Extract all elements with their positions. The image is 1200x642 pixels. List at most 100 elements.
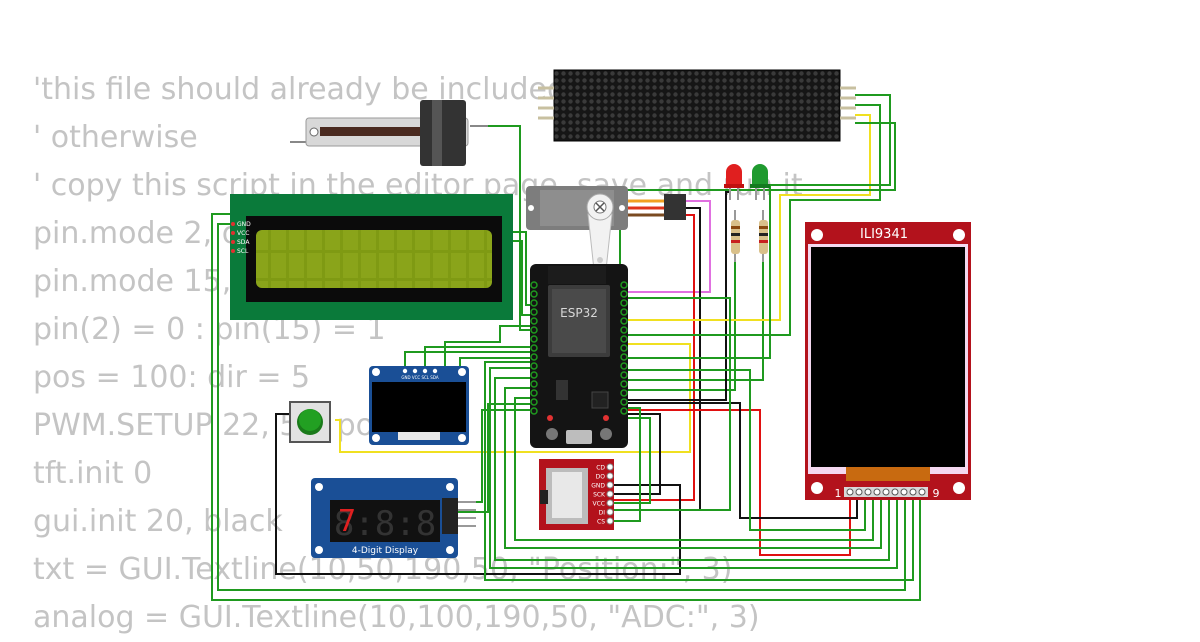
tft-pin — [873, 488, 881, 496]
esp32-pin — [620, 353, 628, 361]
esp32-pin — [530, 326, 538, 334]
led-matrix — [538, 69, 856, 142]
esp32-pin — [530, 380, 538, 388]
esp32-pin — [530, 389, 538, 397]
wire — [211, 213, 921, 601]
sd-pin — [606, 517, 614, 525]
wire — [217, 223, 906, 591]
esp32-pin — [620, 335, 628, 343]
lcd-pin-label: GND — [237, 221, 251, 228]
wire — [626, 402, 858, 519]
wire — [626, 200, 711, 293]
slide-potentiometer — [290, 100, 488, 166]
sd-pin-label: DO — [596, 474, 606, 481]
wire — [513, 240, 530, 316]
sd-pin — [606, 472, 614, 480]
sd-pin — [606, 481, 614, 489]
tft-pin-first: 1 — [835, 487, 842, 500]
sd-pin — [606, 499, 614, 507]
tft-pin — [900, 488, 908, 496]
lcd-16x2: GND VCC SDA SCL — [230, 194, 513, 320]
four-digit-display: 8:8:8 7 4-Digit Display — [311, 478, 476, 558]
wire — [459, 357, 530, 368]
esp32-pin — [620, 398, 628, 406]
esp32-pin — [530, 290, 538, 298]
esp32-pin — [620, 389, 628, 397]
wire — [470, 125, 530, 331]
tft-pin — [864, 488, 872, 496]
wire — [504, 387, 882, 549]
wire — [275, 413, 681, 575]
sd-pin-label: VCC — [593, 501, 605, 508]
tft-label: ILI9341 — [860, 227, 908, 242]
esp32-pin — [530, 281, 538, 289]
sd-pin-label: DI — [599, 510, 606, 517]
wire — [513, 231, 530, 306]
tft-pin — [909, 488, 917, 496]
resistor — [731, 210, 740, 262]
code-line: analog = GUI.Textline(10,100,190,50, "AD… — [33, 600, 760, 635]
esp32-pin — [530, 308, 538, 316]
code-line: tft.init 0 — [33, 456, 153, 491]
esp32-pin — [620, 290, 628, 298]
lcd-pin-label: VCC — [237, 230, 249, 237]
wire — [626, 191, 730, 401]
sd-pin — [606, 508, 614, 516]
sd-pin — [606, 463, 614, 471]
esp32-pin — [620, 326, 628, 334]
esp32-pin — [620, 281, 628, 289]
wires — [211, 94, 921, 601]
wire — [626, 260, 764, 381]
wire — [626, 114, 871, 321]
segment-digits: 8:8:8 — [334, 504, 436, 544]
wire — [626, 369, 866, 531]
wire — [626, 94, 891, 359]
wire — [626, 409, 851, 556]
esp32-label: ESP32 — [560, 306, 598, 320]
tft-pin — [855, 488, 863, 496]
esp32-pin — [620, 407, 628, 415]
tft-ili9341: ILI9341 1 9 — [805, 222, 971, 500]
esp32-pin — [530, 371, 538, 379]
code-line: gui.init 20, black — [33, 504, 283, 539]
wire — [612, 407, 641, 522]
wire — [444, 325, 530, 368]
code-line: ' otherwise — [33, 120, 198, 155]
esp32-pin — [530, 353, 538, 361]
wire — [612, 413, 661, 495]
esp32-pin — [620, 371, 628, 379]
esp32-pin — [620, 308, 628, 316]
tft-pin — [882, 488, 890, 496]
esp32-pin — [620, 380, 628, 388]
esp32-pin — [620, 362, 628, 370]
esp32-pins-left — [530, 281, 538, 415]
sd-pin-label: CD — [596, 465, 605, 472]
segment-first-digit: 7 — [338, 504, 356, 539]
esp32-pin — [530, 344, 538, 352]
wire — [404, 351, 530, 368]
esp32-pin — [530, 362, 538, 370]
sd-pin-label: SCK — [593, 492, 606, 499]
green-led — [750, 164, 770, 200]
wire — [458, 403, 530, 513]
esp32-pin — [530, 407, 538, 415]
sd-pin-label: GND — [591, 483, 605, 490]
tft-pin — [918, 488, 926, 496]
esp32-pin — [530, 398, 538, 406]
tft-pin-last: 9 — [933, 487, 940, 500]
tft-pin — [846, 488, 854, 496]
esp32-pin — [530, 299, 538, 307]
esp32-board: ESP32 — [530, 264, 628, 448]
servo-motor — [526, 186, 686, 277]
push-button — [289, 401, 331, 443]
oled-display: GND VCC SCL SDA — [369, 366, 469, 445]
tft-pins — [846, 488, 926, 496]
esp32-pins-right — [620, 281, 628, 415]
tft-pin — [891, 488, 899, 496]
oled-pin-labels: GND VCC SCL SDA — [401, 375, 438, 380]
wire — [612, 297, 731, 511]
resistor — [759, 210, 768, 262]
wire — [484, 361, 914, 581]
wire — [494, 377, 890, 561]
